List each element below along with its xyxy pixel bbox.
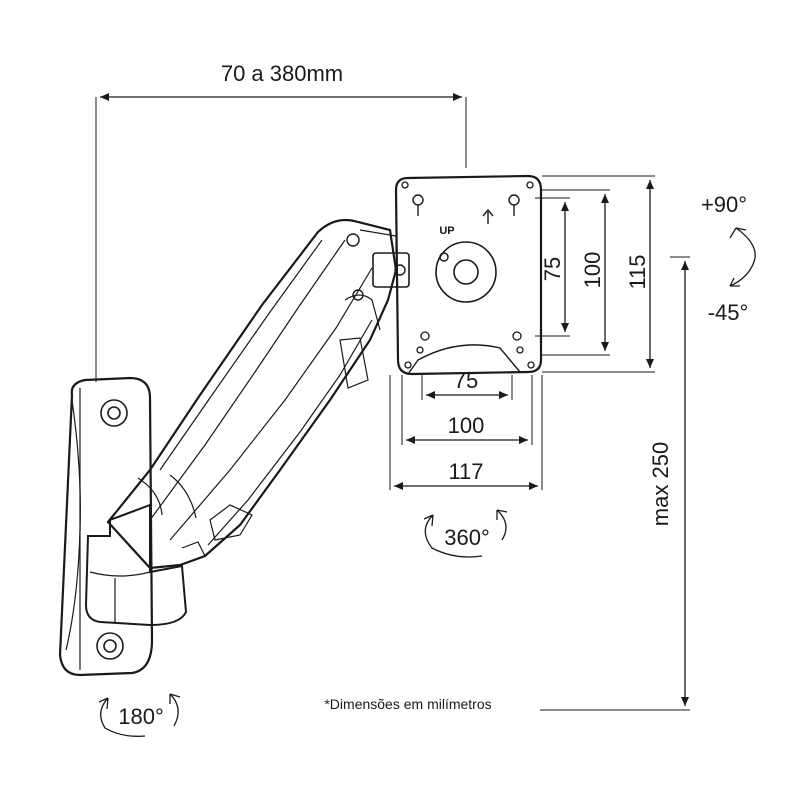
wall-plate (58, 376, 154, 677)
vesa-v-75-label: 75 (540, 257, 565, 281)
max-height-label: max 250 (648, 442, 673, 526)
wall-swivel-joint (84, 503, 188, 627)
vesa-vertical-dimensions: 75 100 115 (535, 175, 655, 373)
max-height-dimension: max 250 (540, 256, 690, 711)
tilt-up-label: +90° (701, 192, 747, 217)
wall-rotation-indicator: 180° (98, 693, 181, 737)
plate-rotation-indicator: 360° (423, 509, 508, 558)
vesa-h-117-label: 117 (448, 459, 483, 484)
rotation-180-label: 180° (118, 704, 164, 729)
up-arrow-icon (482, 208, 494, 224)
tilt-arc-icon (729, 227, 756, 287)
vesa-v-100-label: 100 (580, 252, 605, 289)
tilt-indicator: +90° -45° (701, 192, 756, 325)
reach-label: 70 a 380mm (221, 61, 343, 86)
rotation-arc-icon (100, 697, 146, 737)
units-note: *Dimensões em milímetros (324, 696, 491, 712)
vesa-horizontal-dimensions: 75 100 117 (389, 368, 543, 490)
tilt-down-label: -45° (708, 300, 749, 325)
rotation-arc-icon (424, 514, 483, 558)
vesa-plate: UP (394, 174, 543, 376)
rotation-360-label: 360° (444, 525, 490, 550)
articulating-arm (106, 218, 410, 570)
reach-dimension: 70 a 380mm (95, 61, 467, 382)
vesa-h-75-label: 75 (454, 368, 478, 393)
vesa-h-100-label: 100 (448, 413, 485, 438)
vesa-v-115-label: 115 (625, 254, 650, 289)
up-label: UP (439, 225, 454, 237)
